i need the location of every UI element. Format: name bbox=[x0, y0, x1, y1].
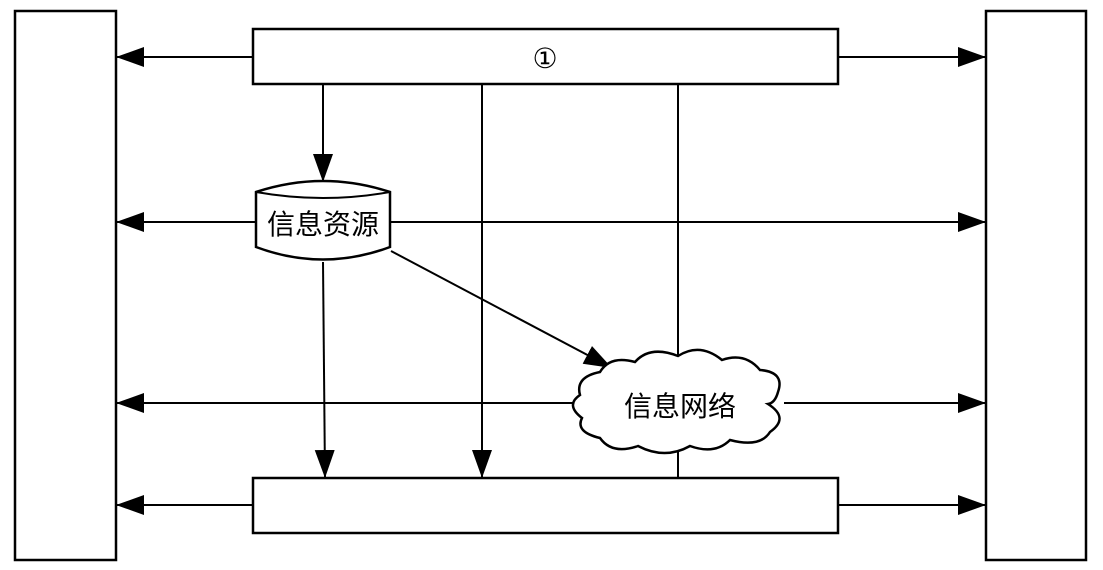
edge-resource-to-network bbox=[390, 250, 613, 369]
bottom-box bbox=[251, 476, 840, 535]
info-resource-cylinder: 信息资源 bbox=[254, 179, 392, 261]
top-box-label: ① bbox=[532, 42, 557, 75]
info-network-label: 信息网络 bbox=[624, 390, 736, 423]
info-network-cloud: 信息网络 bbox=[571, 348, 781, 455]
info-resource-label: 信息资源 bbox=[267, 208, 379, 241]
left-box bbox=[13, 9, 118, 562]
right-box bbox=[984, 9, 1088, 562]
edge-resource-to-bottom bbox=[314, 261, 335, 479]
top-box: ① bbox=[251, 27, 840, 86]
